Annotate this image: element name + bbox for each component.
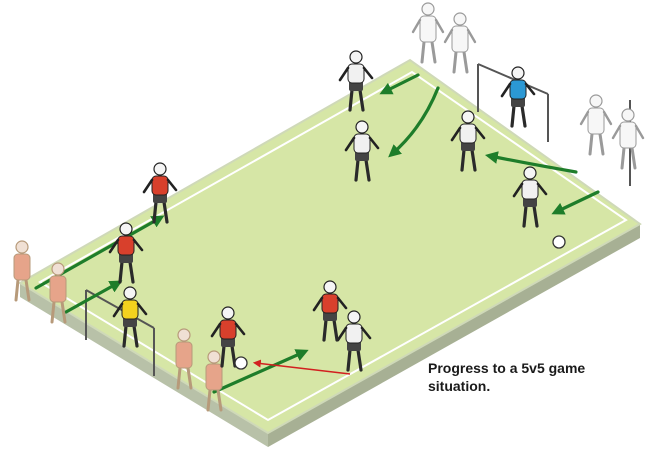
pitch-side-right xyxy=(268,224,640,447)
arrow-top-center-run xyxy=(388,86,440,158)
football-ball xyxy=(552,235,566,249)
drill-caption: Progress to a 5v5 game situation. xyxy=(428,359,628,395)
substitute-player xyxy=(443,11,477,74)
arrow-left-midfield-run xyxy=(64,280,123,314)
substitute-player xyxy=(579,93,613,156)
substitute-player xyxy=(411,1,445,64)
arrow-right-wing-run xyxy=(551,190,600,215)
arrow-right-curve-run xyxy=(484,151,578,174)
pass-arrow xyxy=(252,359,351,375)
arrow-top-left-run xyxy=(379,73,420,95)
football-ball xyxy=(234,356,248,370)
pitch-outer-margin xyxy=(18,58,642,435)
pitch-side-front xyxy=(20,283,268,447)
pitch-playing-area xyxy=(38,70,628,422)
caption-line-1: Progress to a 5v5 game xyxy=(428,360,586,376)
substitute-player xyxy=(611,107,645,170)
goal-frame-top-right xyxy=(477,63,549,142)
caption-line-2: situation. xyxy=(428,378,491,394)
arrow-bottom-run xyxy=(212,349,309,394)
